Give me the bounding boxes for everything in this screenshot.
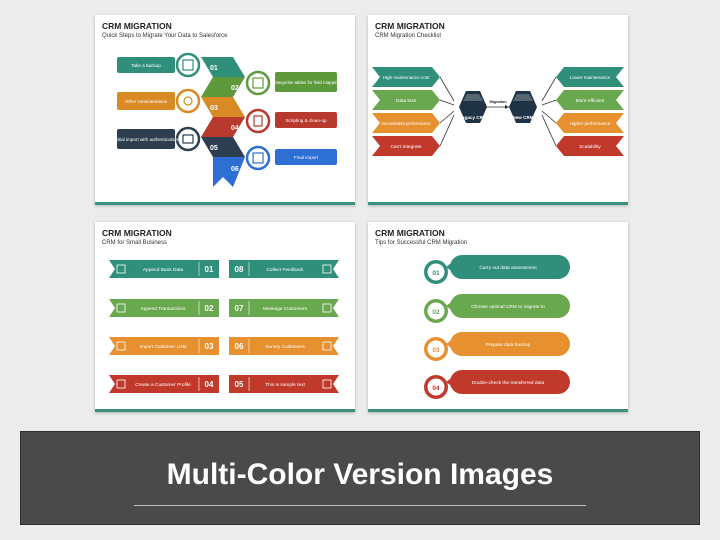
ribbon-segment-05 xyxy=(201,137,245,157)
checklist-left-label: Data loss xyxy=(396,98,417,104)
backup-icon xyxy=(175,52,201,78)
profile-icon xyxy=(116,379,126,389)
svg-text:02: 02 xyxy=(432,309,440,316)
step-label-box xyxy=(117,57,175,73)
svg-text:01: 01 xyxy=(432,270,440,277)
step-number: 04 xyxy=(231,125,239,132)
step-number: 06 xyxy=(231,166,239,173)
message-icon xyxy=(322,303,332,313)
step-label: Final import xyxy=(294,155,319,160)
svg-text:04: 04 xyxy=(205,380,214,389)
business-step-label: Survey Customers xyxy=(265,344,305,350)
step-number: 02 xyxy=(231,85,239,92)
slide-thumbnail-checklist[interactable]: CRM MIGRATION CRM Migration Checklist xyxy=(368,15,628,205)
feedback-icon xyxy=(322,264,332,274)
mapping-icon xyxy=(245,70,271,96)
new-crm-label: New CRM xyxy=(512,115,533,120)
import-icon xyxy=(245,145,271,171)
business-step-label: Create a Customer Profile xyxy=(135,382,191,388)
banner-title: Multi-Color Version Images xyxy=(166,458,554,491)
tip-label: Choose optimal CRM to migrate to xyxy=(471,304,545,310)
checklist-left-label: Can't integrate xyxy=(390,144,421,150)
checklist-left-label: High maintenance cost xyxy=(383,75,430,80)
tip-label: Prepare data backup xyxy=(486,342,531,348)
list-icon xyxy=(116,341,126,351)
slide-accent-rule xyxy=(368,202,628,205)
business-step-label: Append Bank Data xyxy=(143,267,184,273)
survey-icon xyxy=(322,341,332,351)
step-label: Initial import with authentication xyxy=(114,137,179,142)
svg-text:02: 02 xyxy=(205,304,214,313)
ribbon-segment-04 xyxy=(201,117,245,137)
checklist-right-label: More efficient xyxy=(576,98,605,104)
slide-title: CRM MIGRATION xyxy=(102,21,172,31)
svg-text:06: 06 xyxy=(235,342,244,351)
slide-title: CRM MIGRATION xyxy=(102,228,172,238)
version-banner: Multi-Color Version Images xyxy=(20,431,700,525)
bank-icon xyxy=(116,264,126,274)
transactions-icon xyxy=(116,303,126,313)
ribbon-segment-02 xyxy=(201,77,245,97)
step-number: 05 xyxy=(210,145,218,152)
svg-text:03: 03 xyxy=(432,347,440,354)
step-label: Scripting & clean-up xyxy=(285,118,327,123)
svg-text:03: 03 xyxy=(205,342,214,351)
checklist-right-label: Higher performance xyxy=(570,121,611,126)
tips-diagram: 01 02 03 04 Carry out data assessment Ch… xyxy=(424,255,570,399)
considerations-icon xyxy=(175,88,201,114)
business-step-label: Import Customer Lists xyxy=(140,344,188,350)
business-step-label: This is sample text xyxy=(265,382,305,388)
svg-text:01: 01 xyxy=(205,265,214,274)
business-step-label: Append Transactions xyxy=(140,306,186,312)
tip-label: Carry out data assessment xyxy=(479,265,537,271)
step-label-box xyxy=(275,149,337,165)
business-step-label: Collect Feedback xyxy=(266,267,304,273)
step-number: 01 xyxy=(210,65,218,72)
svg-text:08: 08 xyxy=(235,265,244,274)
new-crm-hexagon xyxy=(509,91,537,123)
banner-divider xyxy=(134,505,586,506)
slide-title: CRM MIGRATION xyxy=(375,21,445,31)
slide-subtitle: Tips for Successful CRM Migration xyxy=(375,240,468,246)
slide-accent-rule xyxy=(368,409,628,412)
authentication-icon xyxy=(175,126,201,152)
checklist-right-label: Lower maintenance xyxy=(570,75,611,80)
slide-thumbnail-quick-steps[interactable]: CRM MIGRATION Quick Steps to Migrate You… xyxy=(95,15,355,205)
script-icon xyxy=(245,108,271,134)
slide-thumbnail-small-business[interactable]: CRM MIGRATION CRM for Small Business xyxy=(95,222,355,412)
slide-thumbnail-tips[interactable]: CRM MIGRATION Tips for Successful CRM Mi… xyxy=(368,222,628,412)
step-number: 03 xyxy=(210,105,218,112)
tip-label: Double-check the transferred data xyxy=(472,380,545,386)
svg-text:07: 07 xyxy=(235,304,244,313)
step-label: Other considerations xyxy=(125,99,168,104)
svg-text:04: 04 xyxy=(432,385,440,392)
checklist-left-label: Inconsistent performance xyxy=(381,121,431,126)
step-label-box xyxy=(275,112,337,128)
step-label-box xyxy=(275,72,337,92)
step-label-box xyxy=(117,129,175,149)
quick-steps-diagram: 01 02 03 04 05 06 Take a backup Other co… xyxy=(114,52,340,187)
legacy-crm-hexagon xyxy=(459,91,487,123)
step-label: Categorise tables for field mapping xyxy=(272,80,340,85)
slide-subtitle: CRM Migration Checklist xyxy=(375,33,442,39)
slide-subtitle: CRM for Small Business xyxy=(102,240,168,246)
small-business-diagram: 01 02 03 04 Append Bank Data Append Tran… xyxy=(109,260,339,393)
ribbon-segment-03 xyxy=(201,97,245,117)
step-label-box xyxy=(117,92,175,110)
checklist-diagram: Migration Legacy CRM New CRM High mainte… xyxy=(372,67,624,156)
business-step-label: Message Customers xyxy=(263,306,308,312)
slide-accent-rule xyxy=(95,409,355,412)
slide-accent-rule xyxy=(95,202,355,205)
legacy-crm-label: Legacy CRM xyxy=(459,115,487,120)
checklist-right-label: Scalability xyxy=(579,144,601,150)
slide-subtitle: Quick Steps to Migrate Your Data to Sale… xyxy=(102,33,228,39)
ribbon-segment-06 xyxy=(213,157,245,187)
text-icon xyxy=(322,379,332,389)
svg-text:05: 05 xyxy=(235,380,244,389)
slide-title: CRM MIGRATION xyxy=(375,228,445,238)
ribbon-segment-01 xyxy=(201,57,245,77)
step-label: Take a backup xyxy=(131,63,161,68)
migration-label: Migration xyxy=(489,100,507,104)
